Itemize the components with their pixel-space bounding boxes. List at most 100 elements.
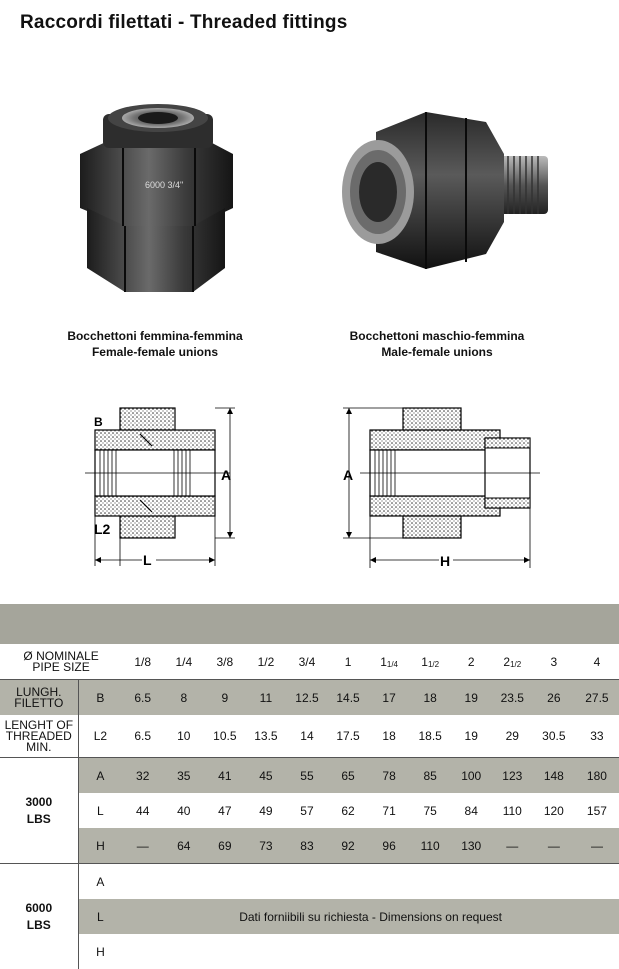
value-cell: 18.5 (410, 715, 451, 758)
value-cell: 26 (533, 680, 575, 716)
group-unit: LBS (0, 917, 78, 934)
value-cell: — (575, 828, 619, 864)
value-cell: 100 (451, 758, 492, 794)
value-cell: 130 (451, 828, 492, 864)
value-cell: 12.5 (286, 680, 327, 716)
caption-en: Female-female unions (40, 344, 270, 360)
value-cell: 14 (286, 715, 327, 758)
value-cell: 41 (204, 758, 245, 794)
size-cell: 2 (451, 644, 492, 680)
value-cell: 49 (245, 793, 286, 828)
value-cell: 8 (163, 680, 204, 716)
value-cell: 30.5 (533, 715, 575, 758)
value-cell: 40 (163, 793, 204, 828)
female-female-union-photo: 6000 3/4" (65, 96, 245, 301)
dim-l2-label: L2 (94, 521, 111, 537)
lenght-threaded-label: LENGHT OF THREADED MIN. (0, 715, 78, 758)
group-unit: LBS (0, 811, 78, 828)
value-cell: 85 (410, 758, 451, 794)
size-main: 1 (421, 655, 428, 669)
union-markings: 6000 3/4" (145, 180, 183, 190)
value-cell: 27.5 (575, 680, 619, 716)
row-code: L (78, 899, 122, 934)
size-cell: 1 (328, 644, 369, 680)
size-cell: 1/4 (163, 644, 204, 680)
value-cell: 55 (286, 758, 327, 794)
size-fraction: 1/2 (510, 660, 521, 669)
value-cell: 73 (245, 828, 286, 864)
value-cell: 83 (286, 828, 327, 864)
table-row: 6000 LBS A (0, 864, 619, 900)
value-cell: 13.5 (245, 715, 286, 758)
value-cell: 84 (451, 793, 492, 828)
size-main: 1 (380, 655, 387, 669)
size-cell: 11/2 (410, 644, 451, 680)
value-cell: 92 (328, 828, 369, 864)
value-cell: 44 (122, 793, 163, 828)
size-header-row: Ø NOMINALE PIPE SIZE 1/8 1/4 3/8 1/2 3/4… (0, 644, 619, 680)
size-fraction: 1/4 (387, 660, 398, 669)
table-row: LENGHT OF THREADED MIN. L2 6.5 10 10.5 1… (0, 715, 619, 758)
value-cell: 69 (204, 828, 245, 864)
table-row: 3000 LBS A 32 35 41 45 55 65 78 85 100 1… (0, 758, 619, 794)
table-row: L 44 40 47 49 57 62 71 75 84 110 120 157 (0, 793, 619, 828)
value-cell: 148 (533, 758, 575, 794)
caption-en: Male-female unions (322, 344, 552, 360)
group-6000-lbs: 6000 LBS (0, 864, 78, 969)
dimensions-on-request: Dati forniibili su richiesta - Dimension… (122, 899, 619, 934)
female-female-drawing: A B L2 L (80, 396, 250, 576)
dim-h-label: H (440, 553, 450, 569)
empty-cell (122, 864, 619, 900)
table-row: H (0, 934, 619, 969)
male-female-union-photo (336, 104, 558, 276)
value-cell: 71 (369, 793, 410, 828)
value-cell: — (122, 828, 163, 864)
header-pipe-size: PIPE SIZE (0, 662, 122, 673)
value-cell: 10.5 (204, 715, 245, 758)
value-cell: 180 (575, 758, 619, 794)
empty-cell (122, 934, 619, 969)
group-label: 6000 (0, 900, 78, 917)
group-3000-lbs: 3000 LBS (0, 758, 78, 864)
value-cell: 11 (245, 680, 286, 716)
value-cell: 6.5 (122, 715, 163, 758)
value-cell: 19 (451, 715, 492, 758)
size-cell: 3/4 (286, 644, 327, 680)
value-cell: 19 (451, 680, 492, 716)
size-cell: 4 (575, 644, 619, 680)
value-cell: 17.5 (328, 715, 369, 758)
row-code: L (78, 793, 122, 828)
size-cell: 3 (533, 644, 575, 680)
size-cell: 11/4 (369, 644, 410, 680)
value-cell: 45 (245, 758, 286, 794)
size-cell: 1/8 (122, 644, 163, 680)
value-cell: 62 (328, 793, 369, 828)
table-row: H — 64 69 73 83 92 96 110 130 — — — (0, 828, 619, 864)
value-cell: 23.5 (492, 680, 533, 716)
male-female-drawing: A H (335, 398, 550, 574)
table-row: LUNGH. FILETTO B 6.5 8 9 11 12.5 14.5 17… (0, 680, 619, 716)
caption-it: Bocchettoni maschio-femmina (322, 328, 552, 344)
row-code: B (78, 680, 122, 716)
value-cell: 10 (163, 715, 204, 758)
dim-a-label: A (343, 467, 353, 483)
value-cell: 18 (369, 715, 410, 758)
value-cell: — (533, 828, 575, 864)
page-title: Raccordi filettati - Threaded fittings (20, 12, 347, 34)
table-header-band (0, 604, 619, 644)
nominal-size-header: Ø NOMINALE PIPE SIZE (0, 644, 122, 680)
label-line: MIN. (0, 742, 78, 753)
value-cell: 75 (410, 793, 451, 828)
value-cell: 78 (369, 758, 410, 794)
dim-b-label: B (94, 415, 103, 429)
table-row: L Dati forniibili su richiesta - Dimensi… (0, 899, 619, 934)
value-cell: 120 (533, 793, 575, 828)
size-fraction: 1/2 (428, 660, 439, 669)
value-cell: 17 (369, 680, 410, 716)
row-code: H (78, 934, 122, 969)
value-cell: 32 (122, 758, 163, 794)
dim-a-label: A (221, 467, 231, 483)
value-cell: 35 (163, 758, 204, 794)
value-cell: 14.5 (328, 680, 369, 716)
lungh-filetto-label: LUNGH. FILETTO (0, 680, 78, 716)
